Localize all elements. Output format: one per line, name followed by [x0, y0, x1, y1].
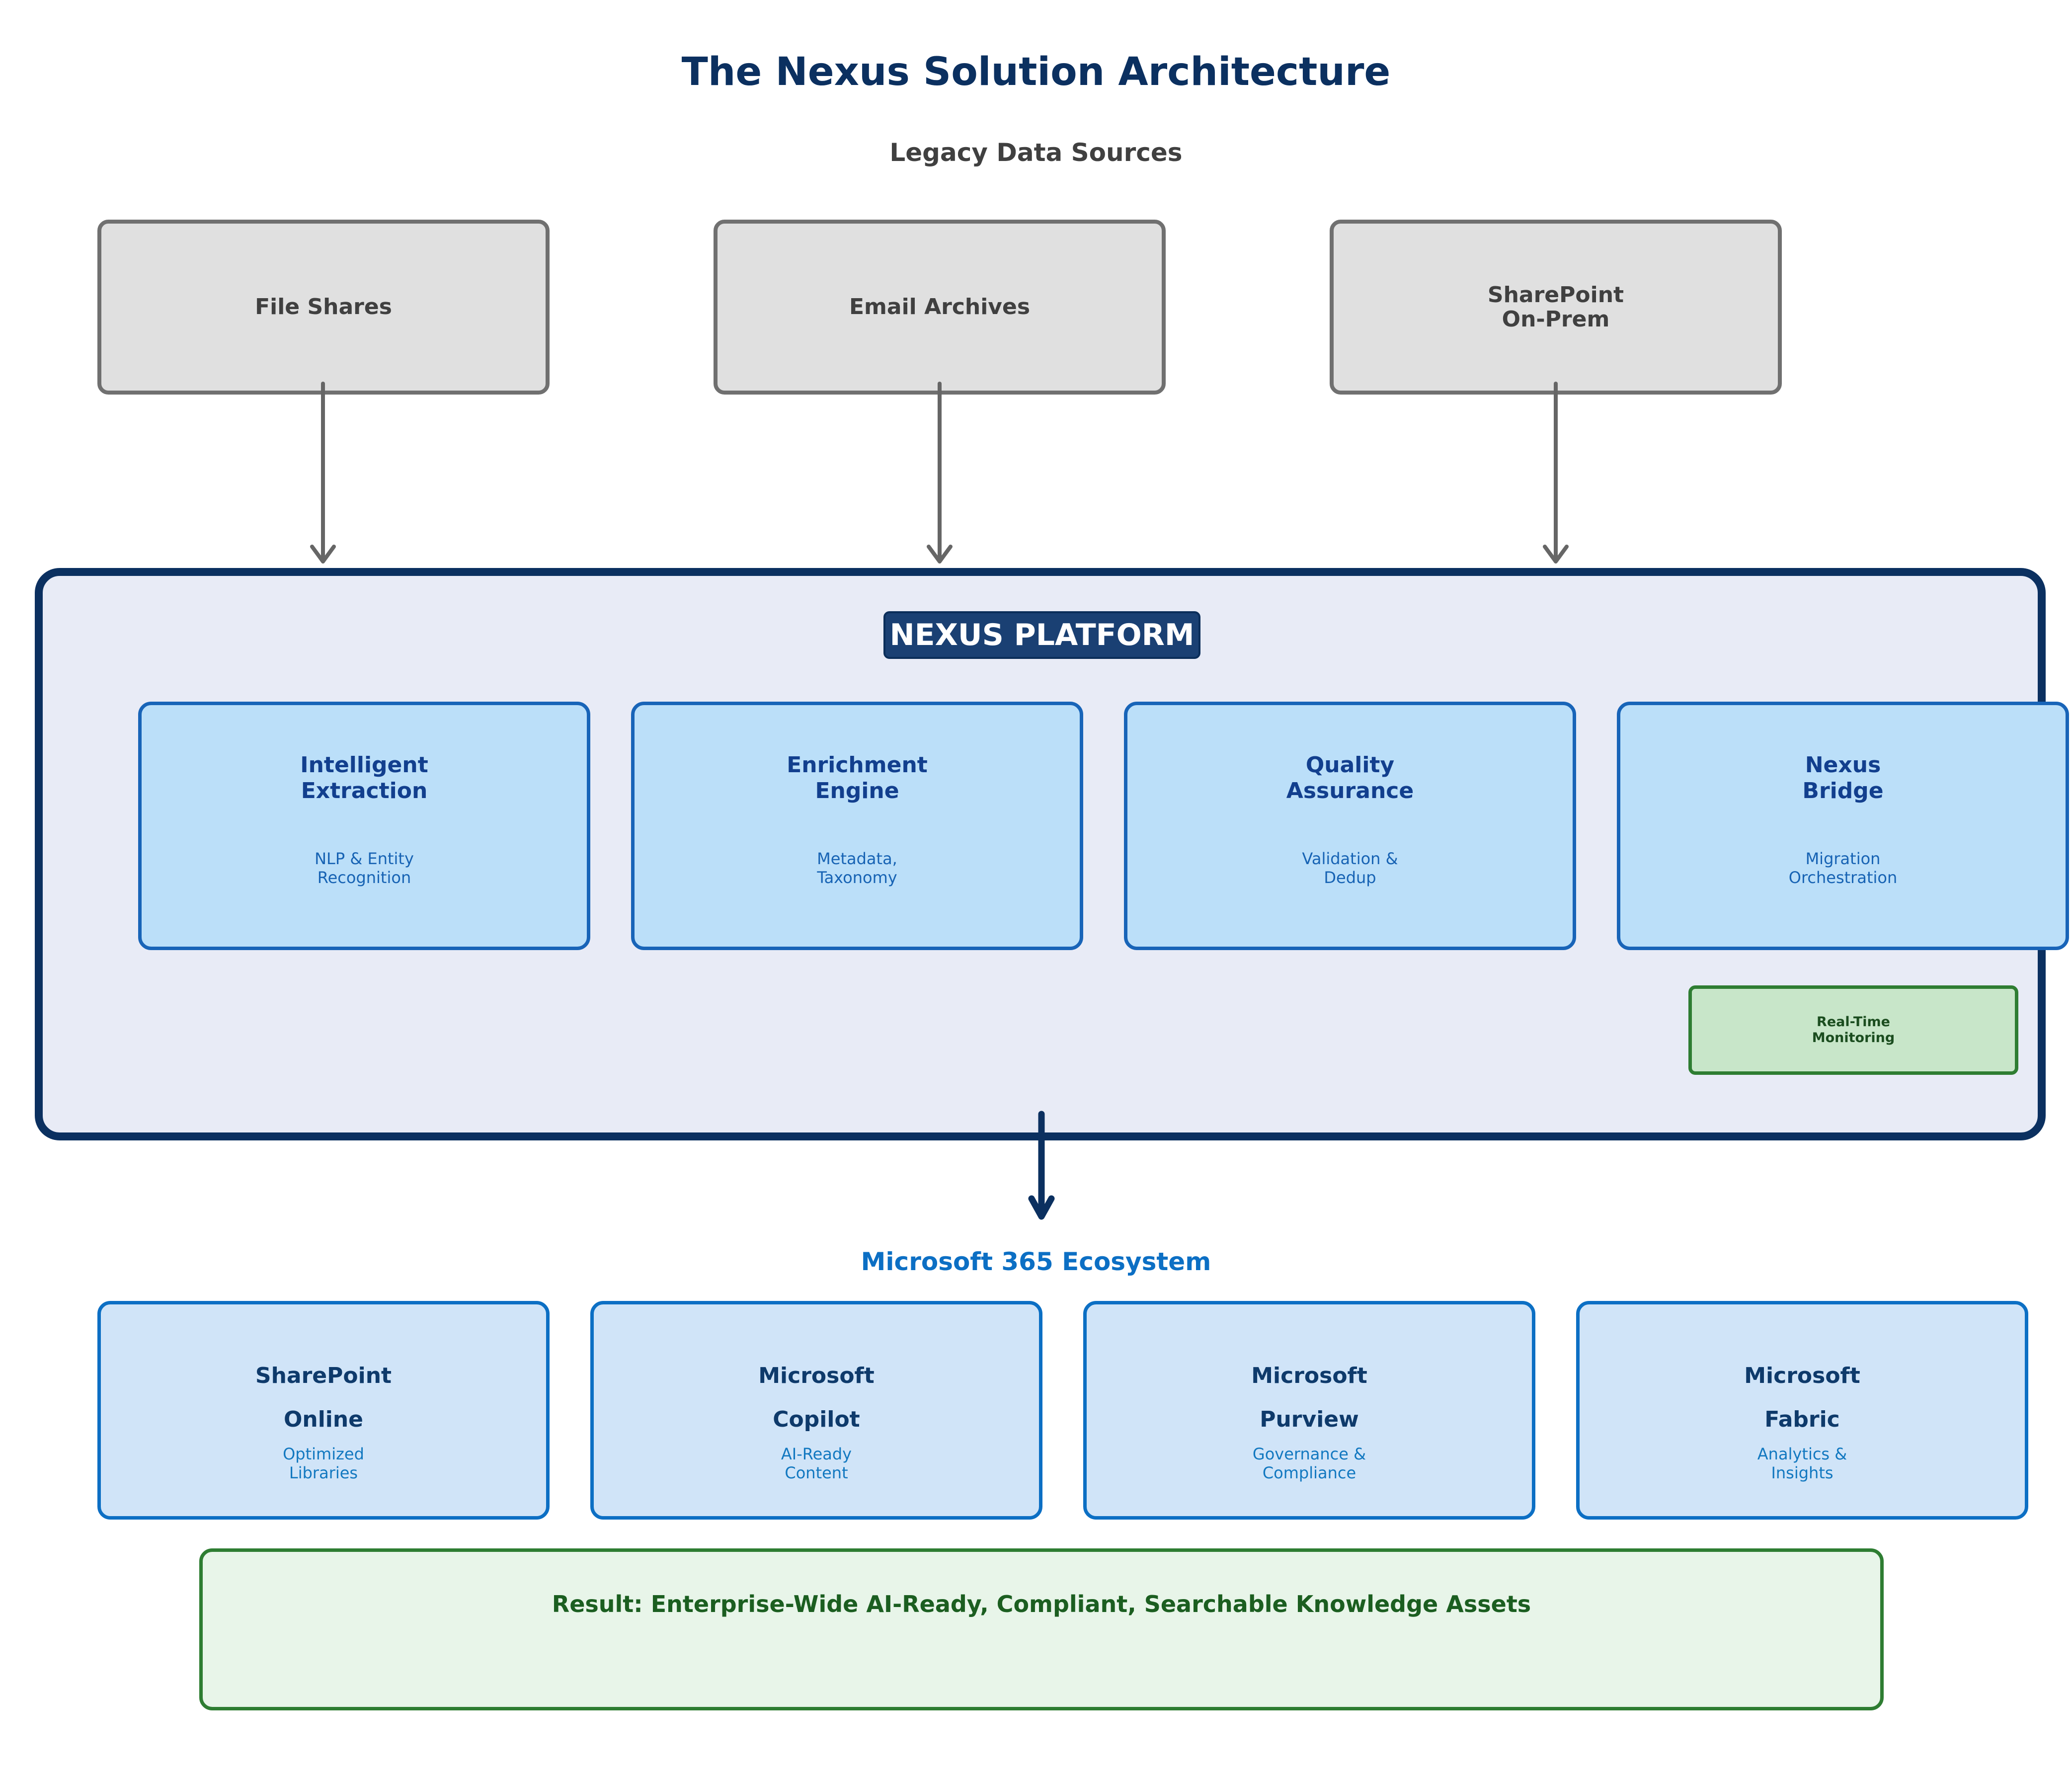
legacy-source-label: Email Archives [849, 294, 1031, 320]
ecosystem-subtitle-line: Optimized [283, 1445, 364, 1463]
ecosystem-target-title: Microsoft [1744, 1363, 1860, 1388]
module-title-line: Enrichment [787, 752, 928, 778]
ecosystem-target-microsoft-copilot: Microsoft Copilot AI-Ready Content [590, 1301, 1042, 1520]
legacy-source-label: SharePoint [1487, 282, 1624, 308]
ecosystem-subtitle-line: AI-Ready [781, 1445, 852, 1463]
ecosystem-target-title: Microsoft [1251, 1363, 1367, 1388]
module-subtitle-line: Recognition [317, 868, 411, 887]
arrow-head [1543, 545, 1569, 564]
ecosystem-target-name: Fabric [1764, 1407, 1840, 1432]
module-subtitle-line: NLP & Entity [315, 849, 414, 868]
module-subtitle: Metadata, Taxonomy [635, 849, 1080, 887]
module-enrichment-engine: Enrichment Engine Metadata, Taxonomy [631, 702, 1083, 950]
module-title-line: Nexus [1805, 752, 1881, 778]
module-title-line: Quality [1305, 752, 1395, 778]
result-text: Result: Enterprise-Wide AI-Ready, Compli… [552, 1591, 1531, 1617]
legacy-source-label: File Shares [255, 294, 392, 320]
module-title-line: Engine [815, 778, 899, 804]
ecosystem-target-name: Copilot [773, 1407, 860, 1432]
module-subtitle-line: Taxonomy [817, 868, 897, 887]
result-banner: Result: Enterprise-Wide AI-Ready, Compli… [199, 1548, 1884, 1710]
legacy-source-email-archives: Email Archives [714, 220, 1166, 395]
module-title: Quality Assurance [1127, 752, 1573, 804]
module-intelligent-extraction: Intelligent Extraction NLP & Entity Reco… [138, 702, 590, 950]
real-time-monitoring-badge: Real-Time Monitoring [1688, 985, 2018, 1075]
module-subtitle-line: Orchestration [1788, 868, 1898, 887]
module-subtitle-line: Metadata, [817, 849, 897, 868]
module-title-line: Extraction [301, 778, 428, 804]
ecosystem-target-subtitle: AI-Ready Content [594, 1445, 1039, 1483]
module-subtitle-line: Migration [1805, 849, 1881, 868]
ecosystem-target-microsoft-purview: Microsoft Purview Governance & Complianc… [1083, 1301, 1535, 1520]
module-quality-assurance: Quality Assurance Validation & Dedup [1124, 702, 1576, 950]
module-title: Intelligent Extraction [142, 752, 587, 804]
module-title-line: Bridge [1802, 778, 1884, 804]
arrow-head [1028, 1195, 1055, 1220]
legacy-sources-header: Legacy Data Sources [889, 138, 1183, 167]
ecosystem-header: Microsoft 365 Ecosystem [861, 1247, 1211, 1276]
arrow-head [927, 545, 953, 564]
ecosystem-target-title: Microsoft [758, 1363, 875, 1388]
ecosystem-subtitle-line: Content [785, 1463, 848, 1483]
diagram-title: The Nexus Solution Architecture [681, 50, 1391, 94]
monitoring-label-line: Monitoring [1812, 1030, 1895, 1046]
module-title-line: Intelligent [300, 752, 428, 778]
module-title: Nexus Bridge [1620, 752, 2066, 804]
module-nexus-bridge: Nexus Bridge Migration Orchestration [1617, 702, 2069, 950]
ecosystem-subtitle-line: Compliance [1262, 1463, 1356, 1483]
ecosystem-target-microsoft-fabric: Microsoft Fabric Analytics & Insights [1576, 1301, 2028, 1520]
ecosystem-target-title: SharePoint [255, 1363, 392, 1388]
ecosystem-target-subtitle: Optimized Libraries [101, 1445, 546, 1483]
ecosystem-target-subtitle: Analytics & Insights [1580, 1445, 2025, 1483]
module-title-line: Assurance [1286, 778, 1414, 804]
monitoring-label-line: Real-Time [1817, 1014, 1890, 1030]
arrow-head [310, 545, 336, 564]
legacy-source-label: On-Prem [1502, 307, 1610, 332]
ecosystem-target-sharepoint-online: SharePoint Online Optimized Libraries [97, 1301, 550, 1520]
ecosystem-subtitle-line: Governance & [1252, 1445, 1366, 1463]
nexus-platform-badge: NEXUS PLATFORM [883, 611, 1200, 659]
module-title: Enrichment Engine [635, 752, 1080, 804]
module-subtitle-line: Dedup [1324, 868, 1376, 887]
ecosystem-target-name: Purview [1260, 1407, 1359, 1432]
module-subtitle-line: Validation & [1302, 849, 1398, 868]
ecosystem-target-subtitle: Governance & Compliance [1087, 1445, 1532, 1483]
module-subtitle: NLP & Entity Recognition [142, 849, 587, 887]
module-subtitle: Migration Orchestration [1620, 849, 2066, 887]
ecosystem-target-name: Online [283, 1407, 364, 1432]
ecosystem-subtitle-line: Analytics & [1757, 1445, 1847, 1463]
module-subtitle: Validation & Dedup [1127, 849, 1573, 887]
ecosystem-subtitle-line: Libraries [289, 1463, 358, 1483]
ecosystem-subtitle-line: Insights [1771, 1463, 1833, 1483]
